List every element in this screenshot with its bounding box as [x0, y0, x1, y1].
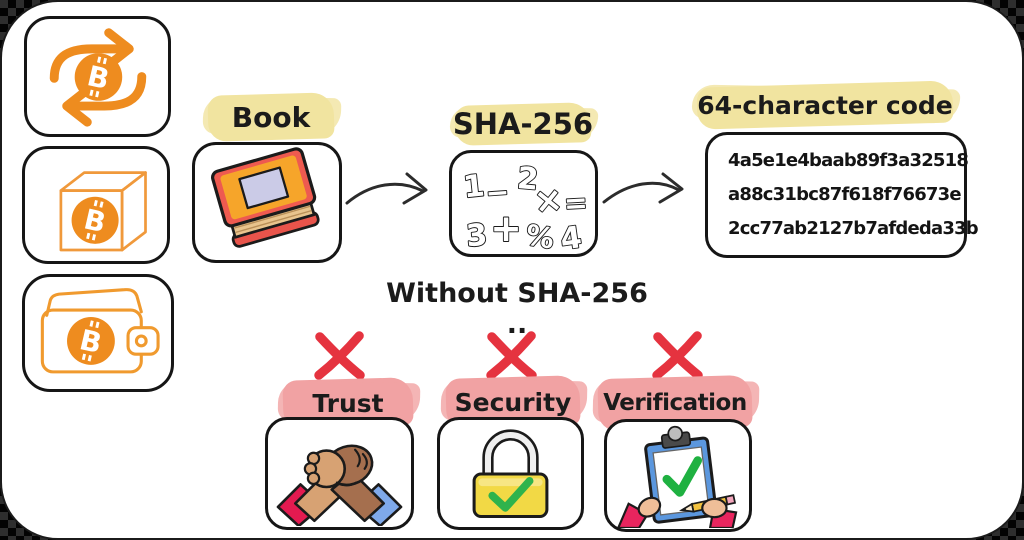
- verification-label-highlight: Verification: [598, 377, 752, 429]
- sha-box: 1 − 2 × = 3 + % 4: [449, 150, 598, 257]
- bitcoin-block-box: [22, 146, 170, 264]
- book-label-highlight: Book: [208, 94, 334, 140]
- math-symbol: 3: [465, 218, 489, 254]
- verification-label: Verification: [603, 390, 747, 416]
- math-symbol: +: [490, 206, 522, 250]
- book-icon: [211, 146, 320, 248]
- red-cross-icon: [652, 331, 703, 380]
- math-symbol: 4: [558, 220, 584, 254]
- sha-label-highlight: SHA-256: [452, 104, 594, 144]
- math-symbol: =: [563, 186, 588, 220]
- math-symbol: 2: [516, 161, 540, 198]
- red-cross-icon: [314, 331, 365, 380]
- code-label-highlight: 64-character code: [697, 84, 953, 126]
- math-symbols-icon: 1 − 2 × = 3 + % 4: [461, 160, 590, 254]
- math-symbol: 1: [462, 168, 487, 205]
- book-box: [192, 142, 342, 263]
- curved-arrow-icon: [345, 172, 428, 205]
- trust-label-highlight: Trust: [283, 379, 413, 427]
- math-symbol: −: [484, 175, 510, 210]
- verification-box: [604, 419, 752, 532]
- hash-code-line: 2cc77ab2127b7afdeda33b: [728, 218, 979, 239]
- security-label-highlight: Security: [446, 377, 580, 427]
- math-symbol: ×: [532, 179, 564, 222]
- padlock-check-icon: [472, 428, 549, 518]
- bitcoin-exchange-icon: [49, 27, 146, 127]
- security-box: [437, 417, 584, 530]
- hash-code-box: 4a5e1e4baab89f3a32518 a88c31bc87f618f766…: [705, 132, 979, 258]
- math-symbol: %: [523, 218, 557, 254]
- handshake-icon: [276, 444, 403, 526]
- red-cross-icon: [486, 331, 537, 380]
- security-label: Security: [454, 387, 572, 417]
- book-label: Book: [231, 100, 311, 134]
- without-sha-heading: Without SHA-256 ..: [386, 278, 648, 340]
- clipboard-check-icon: [617, 425, 738, 528]
- bitcoin-exchange-box: [24, 16, 171, 137]
- trust-label: Trust: [312, 388, 384, 418]
- bitcoin-wallet-icon: [40, 288, 160, 374]
- hash-code-line: 4a5e1e4baab89f3a32518: [728, 150, 969, 171]
- bitcoin-block-icon: [59, 171, 147, 252]
- trust-box: [265, 417, 414, 530]
- hash-code-line: a88c31bc87f618f76673e: [728, 184, 962, 205]
- bitcoin-wallet-box: [22, 274, 174, 392]
- code-label: 64-character code: [697, 90, 953, 120]
- sha-label: SHA-256: [452, 107, 594, 141]
- curved-arrow-icon: [602, 172, 684, 204]
